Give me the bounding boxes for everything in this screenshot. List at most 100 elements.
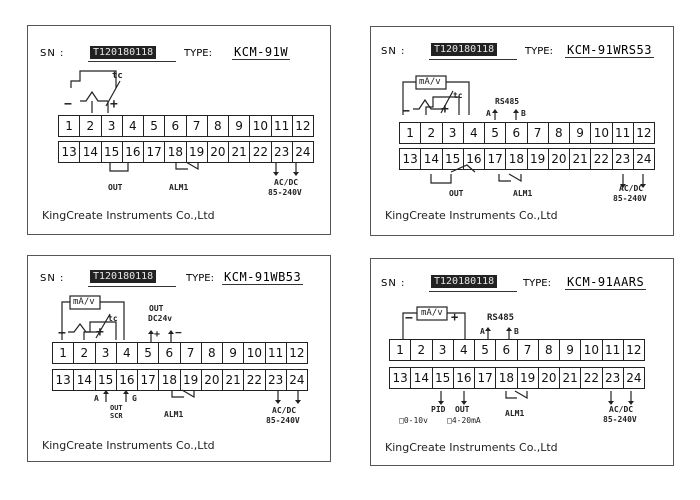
terminal: 21: [222, 370, 243, 390]
terminal-row-bottom: 13 14 15 16 17 18 19 20 21 22 23 24: [52, 369, 308, 391]
terminal: 3: [100, 116, 122, 136]
terminal: 12: [285, 343, 307, 363]
out-label: OUT: [455, 405, 470, 414]
panel-kcm-91w: SN : T120180118 TYPE: KCM-91W tc − + 1 2…: [27, 25, 331, 235]
alm1-label: ALM1: [513, 189, 533, 198]
terminal: 20: [206, 142, 228, 162]
terminal: 10: [243, 343, 264, 363]
terminal: 1: [59, 346, 67, 360]
out-scr-label: OUT: [110, 404, 123, 412]
terminal: 15: [441, 149, 463, 169]
terminal: 20: [200, 370, 222, 390]
plus-label: +: [110, 97, 118, 112]
terminal: 14: [410, 368, 431, 388]
type-label: TYPE:: [523, 278, 551, 289]
terminal: 23: [611, 149, 633, 169]
terminal: 23: [264, 370, 286, 390]
alm1-label: ALM1: [164, 410, 184, 419]
sn-label: SN :: [381, 46, 406, 57]
out-label: OUT: [449, 189, 464, 198]
terminal: 4: [115, 343, 137, 363]
terminal: 16: [115, 370, 137, 390]
minus-label: −: [64, 97, 72, 112]
serial-number: T120180118: [431, 275, 498, 288]
acdc-label: AC/DC: [619, 184, 644, 193]
mav-label: mA/v: [419, 77, 441, 87]
terminal: 24: [632, 149, 654, 169]
a-label: A: [94, 394, 99, 403]
company-name: KingCreate Instruments Co.,Ltd: [385, 441, 558, 454]
b-label: B: [514, 327, 519, 336]
terminal: 10: [590, 123, 611, 143]
terminal: 19: [179, 370, 201, 390]
pid-label: PID: [431, 405, 446, 414]
b-label: B: [521, 109, 526, 118]
terminal-row-top: 1 2 3 4 5 6 7 8 9 10 11 12: [52, 342, 308, 364]
mav-label: mA/v: [421, 308, 443, 318]
terminal: 14: [79, 142, 100, 162]
terminal: 21: [228, 142, 249, 162]
terminal: 12: [291, 116, 313, 136]
terminal: 12: [632, 123, 654, 143]
terminal-row-top: 1 2 3 4 5 6 7 8 9 10 11 12: [58, 115, 314, 137]
tc-label: tc: [112, 71, 123, 81]
terminal: 7: [179, 343, 201, 363]
voltage-label: 85-240V: [268, 188, 302, 197]
minus-label: −: [402, 104, 410, 119]
terminal: 4: [462, 123, 484, 143]
plus-label: +: [441, 102, 449, 117]
serial-number: T120180118: [90, 46, 157, 59]
terminal: 16: [462, 149, 484, 169]
sn-underline: [88, 286, 176, 287]
terminal-row-bottom: 13 14 15 16 17 18 19 20 21 22 23 24: [58, 141, 314, 163]
panel-kcm-91wb53: SN : T120180118 TYPE: KCM-91WB53 mA/v tc…: [27, 255, 331, 462]
terminal: 8: [206, 116, 228, 136]
terminal: 2: [410, 340, 431, 360]
terminal: 24: [622, 368, 644, 388]
serial-number: T120180118: [90, 270, 157, 283]
terminal: 5: [474, 340, 495, 360]
terminal: 8: [547, 123, 569, 143]
company-name: KingCreate Instruments Co.,Ltd: [42, 209, 215, 222]
terminal: 6: [505, 123, 526, 143]
terminal: 18: [164, 142, 185, 162]
terminal: 13: [61, 145, 77, 159]
terminal: 22: [249, 142, 270, 162]
a-label: A: [486, 109, 491, 118]
panel-kcm-91aars: SN : T120180118 TYPE: KCM-91AARS mA/v − …: [370, 258, 674, 466]
g-label: G: [132, 394, 137, 403]
terminal: 19: [526, 149, 548, 169]
sn-label: SN :: [40, 273, 65, 284]
terminal: 15: [100, 142, 122, 162]
type-label: TYPE:: [525, 46, 553, 57]
terminal: 20: [537, 368, 559, 388]
terminal: 18: [158, 370, 179, 390]
dc24v-label: DC24v: [148, 314, 173, 323]
sn-label: SN :: [381, 278, 406, 289]
plus-label: +: [451, 310, 459, 324]
terminal: 13: [392, 371, 408, 385]
acdc-label: AC/DC: [274, 178, 299, 187]
terminal: 1: [396, 343, 404, 357]
terminal: 20: [547, 149, 569, 169]
terminal: 18: [495, 368, 516, 388]
terminal: 7: [526, 123, 548, 143]
terminal: 2: [420, 123, 441, 143]
serial-number: T120180118: [431, 43, 498, 56]
terminal: 14: [420, 149, 441, 169]
terminal-row-top: 1 2 3 4 5 6 7 8 9 10 11 12: [389, 339, 645, 361]
terminal: 9: [559, 340, 580, 360]
terminal: 11: [264, 343, 286, 363]
terminal: 14: [73, 370, 94, 390]
terminal: 9: [569, 123, 590, 143]
terminal: 5: [143, 116, 164, 136]
acdc-label: AC/DC: [609, 405, 634, 414]
wiring-diagram: [61, 295, 301, 404]
terminal: 21: [559, 368, 580, 388]
voltage-label: 85-240V: [266, 416, 300, 425]
scr-label: SCR: [110, 412, 123, 420]
terminal: 7: [185, 116, 207, 136]
minus-label: −: [405, 311, 413, 326]
plus-label: +: [96, 325, 104, 340]
terminal: 12: [622, 340, 644, 360]
